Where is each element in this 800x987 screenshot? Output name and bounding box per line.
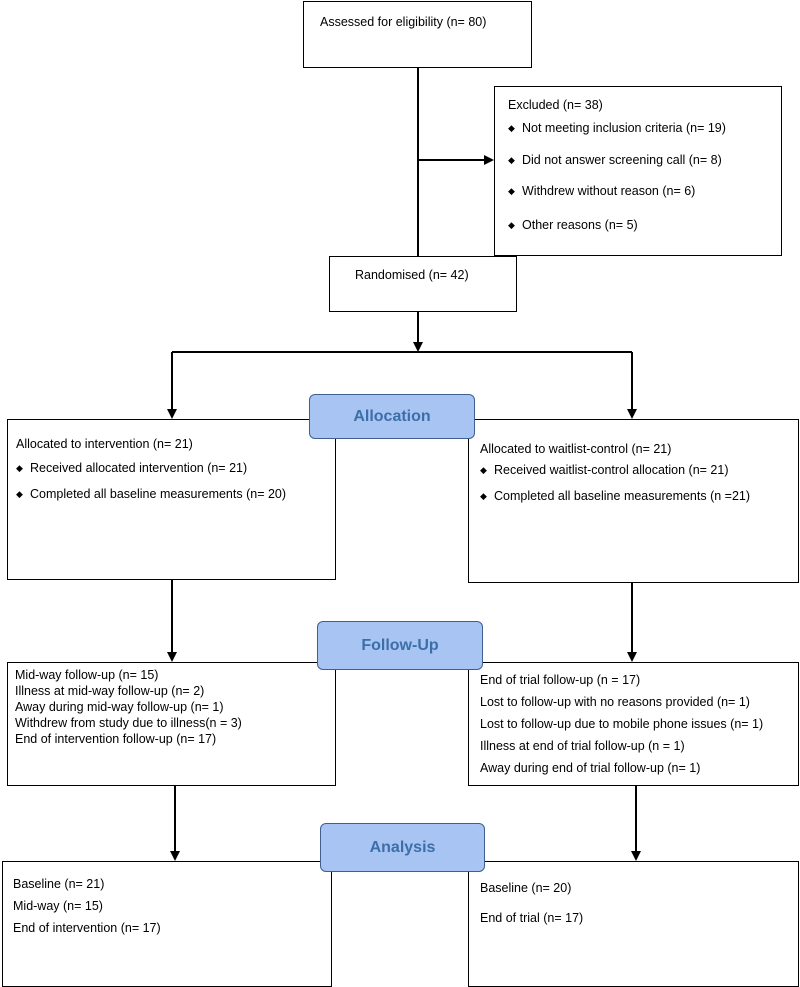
randomised-text: Randomised (n= 42) bbox=[355, 268, 469, 282]
stage-label-analysis: Analysis bbox=[320, 823, 485, 872]
intervention-followup-box: Mid-way follow-up (n= 15) Illness at mid… bbox=[7, 662, 336, 786]
intervention-followup-line-2: Illness at mid-way follow-up (n= 2) bbox=[15, 684, 205, 698]
control-allocation-item-1: ◆Received waitlist-control allocation (n… bbox=[480, 463, 729, 477]
control-followup-line-2: Lost to follow-up with no reasons provid… bbox=[480, 695, 750, 709]
control-analysis-box: Baseline (n= 20) End of trial (n= 17) bbox=[468, 861, 799, 987]
bullet-icon: ◆ bbox=[508, 123, 515, 133]
intervention-analysis-line-2: Mid-way (n= 15) bbox=[13, 899, 103, 913]
assessed-text: Assessed for eligibility (n= 80) bbox=[320, 15, 487, 29]
control-allocation-box: Allocated to waitlist-control (n= 21) ◆R… bbox=[468, 419, 799, 583]
control-allocation-item-2: ◆Completed all baseline measurements (n … bbox=[480, 489, 751, 503]
bullet-icon: ◆ bbox=[480, 465, 487, 475]
intervention-analysis-line-1: Baseline (n= 21) bbox=[13, 877, 105, 891]
control-followup-line-1: End of trial follow-up (n = 17) bbox=[480, 673, 641, 687]
bullet-icon: ◆ bbox=[16, 463, 23, 473]
intervention-followup-line-1: Mid-way follow-up (n= 15) bbox=[15, 668, 159, 682]
bullet-icon: ◆ bbox=[508, 155, 515, 165]
intervention-allocation-box: Allocated to intervention (n= 21) ◆Recei… bbox=[7, 419, 336, 580]
assessed-box: Assessed for eligibility (n= 80) bbox=[303, 1, 532, 68]
intervention-allocation-item-2: ◆Completed all baseline measurements (n=… bbox=[16, 487, 287, 501]
control-analysis-line-1: Baseline (n= 20) bbox=[480, 881, 572, 895]
bullet-icon: ◆ bbox=[508, 220, 515, 230]
bullet-icon: ◆ bbox=[480, 491, 487, 501]
intervention-analysis-line-3: End of intervention (n= 17) bbox=[13, 921, 161, 935]
randomised-box: Randomised (n= 42) bbox=[329, 256, 517, 312]
intervention-analysis-box: Baseline (n= 21) Mid-way (n= 15) End of … bbox=[2, 861, 332, 987]
stage-label-follow-up: Follow-Up bbox=[317, 621, 483, 670]
intervention-followup-line-5: End of intervention follow-up (n= 17) bbox=[15, 732, 217, 746]
intervention-followup-line-3: Away during mid-way follow-up (n= 1) bbox=[15, 700, 224, 714]
excluded-reason-4: ◆Other reasons (n= 5) bbox=[508, 218, 638, 232]
control-allocation-title: Allocated to waitlist-control (n= 21) bbox=[480, 442, 672, 456]
excluded-reason-2: ◆Did not answer screening call (n= 8) bbox=[508, 153, 722, 167]
intervention-followup-line-4: Withdrew from study due to illness(n = 3… bbox=[15, 716, 242, 730]
intervention-allocation-item-1: ◆Received allocated intervention (n= 21) bbox=[16, 461, 248, 475]
excluded-box: Excluded (n= 38) ◆Not meeting inclusion … bbox=[494, 86, 782, 256]
control-analysis-line-2: End of trial (n= 17) bbox=[480, 911, 584, 925]
excluded-reason-3: ◆Withdrew without reason (n= 6) bbox=[508, 184, 696, 198]
control-followup-line-3: Lost to follow-up due to mobile phone is… bbox=[480, 717, 764, 731]
stage-label-allocation: Allocation bbox=[309, 394, 475, 439]
bullet-icon: ◆ bbox=[16, 489, 23, 499]
control-followup-line-5: Away during end of trial follow-up (n= 1… bbox=[480, 761, 701, 775]
intervention-allocation-title: Allocated to intervention (n= 21) bbox=[16, 437, 193, 451]
bullet-icon: ◆ bbox=[508, 186, 515, 196]
control-followup-box: End of trial follow-up (n = 17) Lost to … bbox=[468, 662, 799, 786]
control-followup-line-4: Illness at end of trial follow-up (n = 1… bbox=[480, 739, 685, 753]
excluded-reason-1: ◆Not meeting inclusion criteria (n= 19) bbox=[508, 121, 726, 135]
excluded-title: Excluded (n= 38) bbox=[508, 98, 603, 112]
